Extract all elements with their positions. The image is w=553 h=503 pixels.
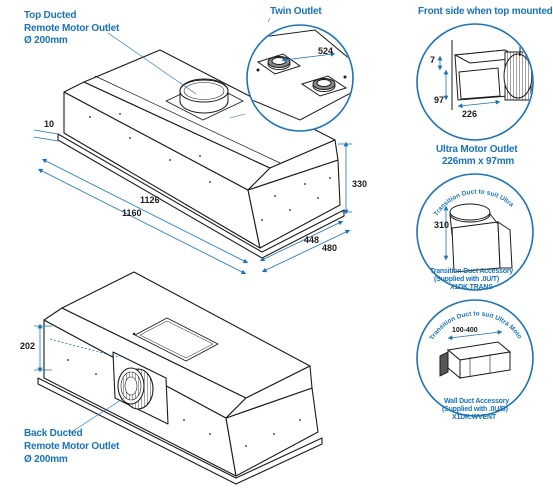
dim-back-height: 202	[20, 341, 36, 351]
back-ducted-hood	[37, 271, 323, 485]
front-side-label: Front side when top mounted	[418, 6, 553, 17]
back-hood-dimensions	[34, 323, 125, 434]
dim-wall-length: 100-400	[452, 327, 478, 334]
wall-accessory-line3: X1DK.WVENT	[452, 414, 496, 421]
dim-twin-spacing: 524	[318, 46, 334, 56]
dim-height: 330	[352, 179, 368, 189]
transition-accessory-line1: Transition Duct Accessory	[430, 268, 514, 275]
ultra-motor-outlet-label: Ultra Motor Outlet	[436, 144, 518, 155]
top-hood-dimensions	[33, 17, 352, 275]
top-ducted-size: Ø 200mm	[24, 35, 68, 46]
top-ducted-outlet-label: Remote Motor Outlet	[24, 23, 120, 34]
top-ducted-title: Top Ducted	[24, 10, 77, 21]
transition-duct-detail	[416, 173, 534, 291]
ultra-motor-size: 226mm x 97mm	[442, 156, 515, 167]
ultra-motor-detail	[416, 23, 534, 141]
dim-transition-height: 310	[434, 220, 450, 230]
wall-duct-detail	[416, 299, 534, 417]
dim-inner-length: 1126	[140, 195, 160, 205]
dim-outer-length: 1160	[122, 208, 142, 218]
dim-inner-depth: 448	[304, 235, 320, 245]
dim-ultra-width: 226	[462, 109, 478, 119]
dim-flange: 10	[44, 119, 55, 129]
wall-accessory-line1: Wall Duct Accessory	[444, 398, 509, 405]
dim-outer-depth: 480	[322, 243, 338, 253]
transition-accessory-line3: X1DK.TRANS	[450, 284, 493, 291]
twin-outlet-detail	[229, 24, 354, 132]
back-ducted-outlet-label: Remote Motor Outlet	[24, 441, 120, 452]
dim-ultra-height: 97	[434, 95, 445, 105]
wall-accessory-line2: (Supplied with .0U/B)	[442, 406, 508, 413]
back-ducted-size: Ø 200mm	[24, 454, 68, 465]
twin-outlet-label: Twin Outlet	[270, 6, 322, 17]
back-ducted-title: Back Ducted	[24, 428, 83, 439]
transition-accessory-line2: (Supplied with .0U/T)	[434, 276, 500, 283]
dim-ultra-top: 7	[430, 55, 436, 65]
